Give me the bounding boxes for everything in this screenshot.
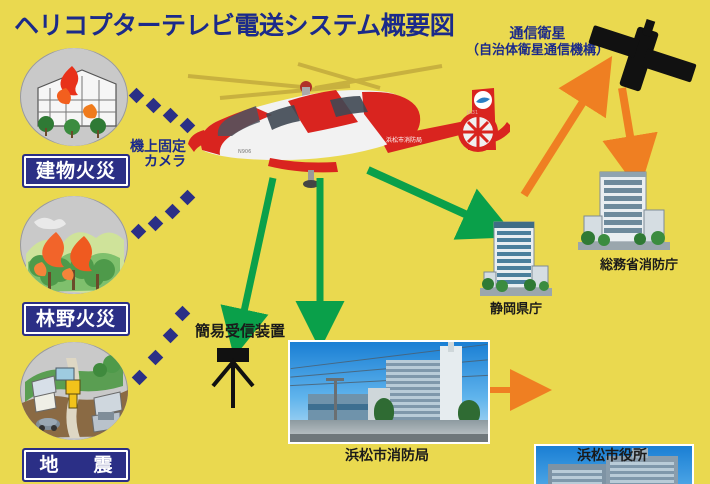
helicopter-svg: 浜松市消防局 JA31 N906 (187, 62, 513, 188)
helicopter-photo: 浜松市消防局 JA31 N906 (180, 58, 513, 193)
satellite-label-line1: 通信衛星 (509, 26, 566, 42)
hazard-forest-fire[interactable]: 林野火災 (20, 196, 130, 336)
receiver-label: 簡易受信装置 (194, 322, 285, 340)
hamamatsu-fire-bureau-photo (288, 340, 490, 444)
shizuoka-pref-svg (480, 221, 552, 296)
forest-fire-svg (25, 196, 124, 294)
communication-satellite-icon (588, 18, 697, 100)
satellite-label: 通信衛星 （自治体衛星通信機構） (455, 26, 620, 58)
forest-fire-illustration (20, 196, 128, 294)
tripod-antenna-svg (211, 348, 255, 408)
helicopter-registration: JA31 (466, 110, 478, 116)
onboard-camera-label-line1: 機上固定 (130, 139, 186, 155)
fdma-label: 総務省消防庁 (599, 258, 678, 273)
hamamatsu-cityhall-photo (534, 444, 694, 484)
hamamatsu-cityhall-label: 浜松市役所 (577, 448, 647, 464)
shizuoka-pref-illustration (480, 216, 552, 302)
hazard-label-building-fire: 建物火災 (35, 159, 116, 182)
hazard-label-box-building-fire: 建物火災 (22, 154, 130, 188)
helicopter-tail-marking: 浜松市消防局 (386, 136, 422, 144)
page-title: ヘリコプターテレビ電送システム概要図 (14, 11, 455, 40)
hazard-earthquake[interactable]: 地 震 (20, 342, 130, 482)
satellite-label-line2: （自治体衛星通信機構） (465, 42, 609, 58)
hazard-label-forest-fire: 林野火災 (35, 307, 116, 330)
hazard-label-box-earthquake: 地 震 (22, 448, 130, 482)
hazard-label-earthquake: 地 震 (31, 455, 121, 475)
hazard-building-fire[interactable]: 建物火災 (20, 48, 130, 188)
building-fire-illustration (20, 48, 128, 146)
tripod-antenna-icon (205, 348, 261, 410)
hamamatsu-fire-bureau-label: 浜松市消防局 (345, 448, 429, 464)
arrow-heli-to-receiver (220, 177, 277, 358)
fdma-svg (578, 171, 670, 250)
svg-text:N906: N906 (238, 149, 251, 155)
hazard-label-box-forest-fire: 林野火災 (22, 302, 130, 336)
building-fire-svg (25, 48, 123, 146)
shizuoka-pref-label: 静岡県庁 (489, 302, 542, 317)
onboard-camera-label-line2: カメラ (144, 153, 186, 170)
earthquake-illustration (20, 342, 128, 440)
onboard-camera-label: 機上固定 カメラ (130, 140, 186, 169)
fdma-illustration (578, 168, 670, 256)
earthquake-svg (20, 342, 128, 440)
